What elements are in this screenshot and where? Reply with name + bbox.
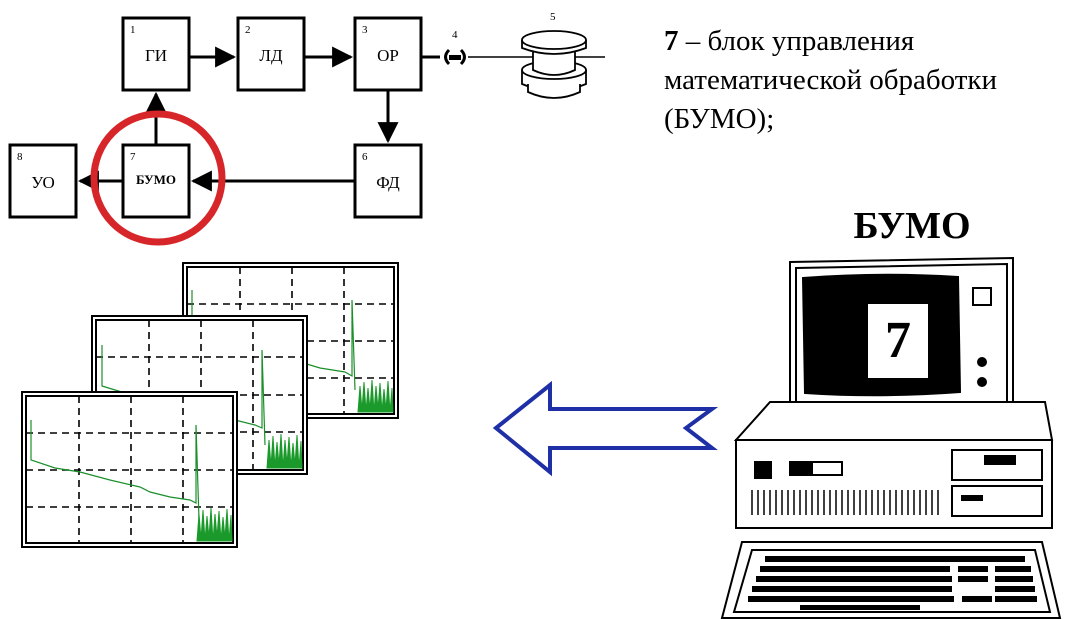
block-gi: 1 ГИ: [121, 16, 191, 92]
block-gi-number: 1: [130, 24, 136, 36]
oscillogram-stack: [21, 262, 399, 548]
block-ld-number: 2: [245, 24, 251, 36]
block-bumo-label: БУМО: [136, 172, 176, 187]
left-arrow-icon: [492, 380, 719, 477]
sample-icon: 5: [521, 11, 587, 99]
block-uo-label: УО: [31, 173, 54, 192]
highlight-circle: [90, 110, 226, 246]
block-bumo: 7 БУМО: [121, 143, 191, 219]
block-fd-label: ФД: [376, 173, 400, 192]
block-uo: 8 УО: [8, 143, 78, 219]
block-bumo-number: 7: [130, 151, 136, 163]
description-number: 7: [664, 25, 679, 57]
probe-number: 4: [452, 29, 458, 41]
sample-number: 5: [550, 11, 556, 23]
screen-number: 7: [885, 312, 911, 369]
screen-number-card: 7: [868, 304, 928, 378]
oscillogram-front: [21, 391, 238, 548]
keyboard-keys: [748, 556, 1037, 610]
block-or-label: ОР: [377, 46, 399, 65]
block-ld: 2 ЛД: [236, 16, 306, 92]
block-fd: 6 ФД: [353, 143, 423, 219]
block-ld-label: ЛД: [259, 46, 283, 65]
block-or-number: 3: [362, 24, 368, 36]
block-description: 7 – блок управления математической обраб…: [664, 22, 1064, 139]
description-text: – блок управления математической обработ…: [664, 25, 998, 135]
block-uo-number: 8: [17, 151, 23, 163]
block-gi-label: ГИ: [145, 46, 167, 65]
block-fd-number: 6: [362, 151, 368, 163]
block-or: 3 ОР: [353, 16, 423, 92]
computer-heading: БУМО: [853, 205, 971, 247]
